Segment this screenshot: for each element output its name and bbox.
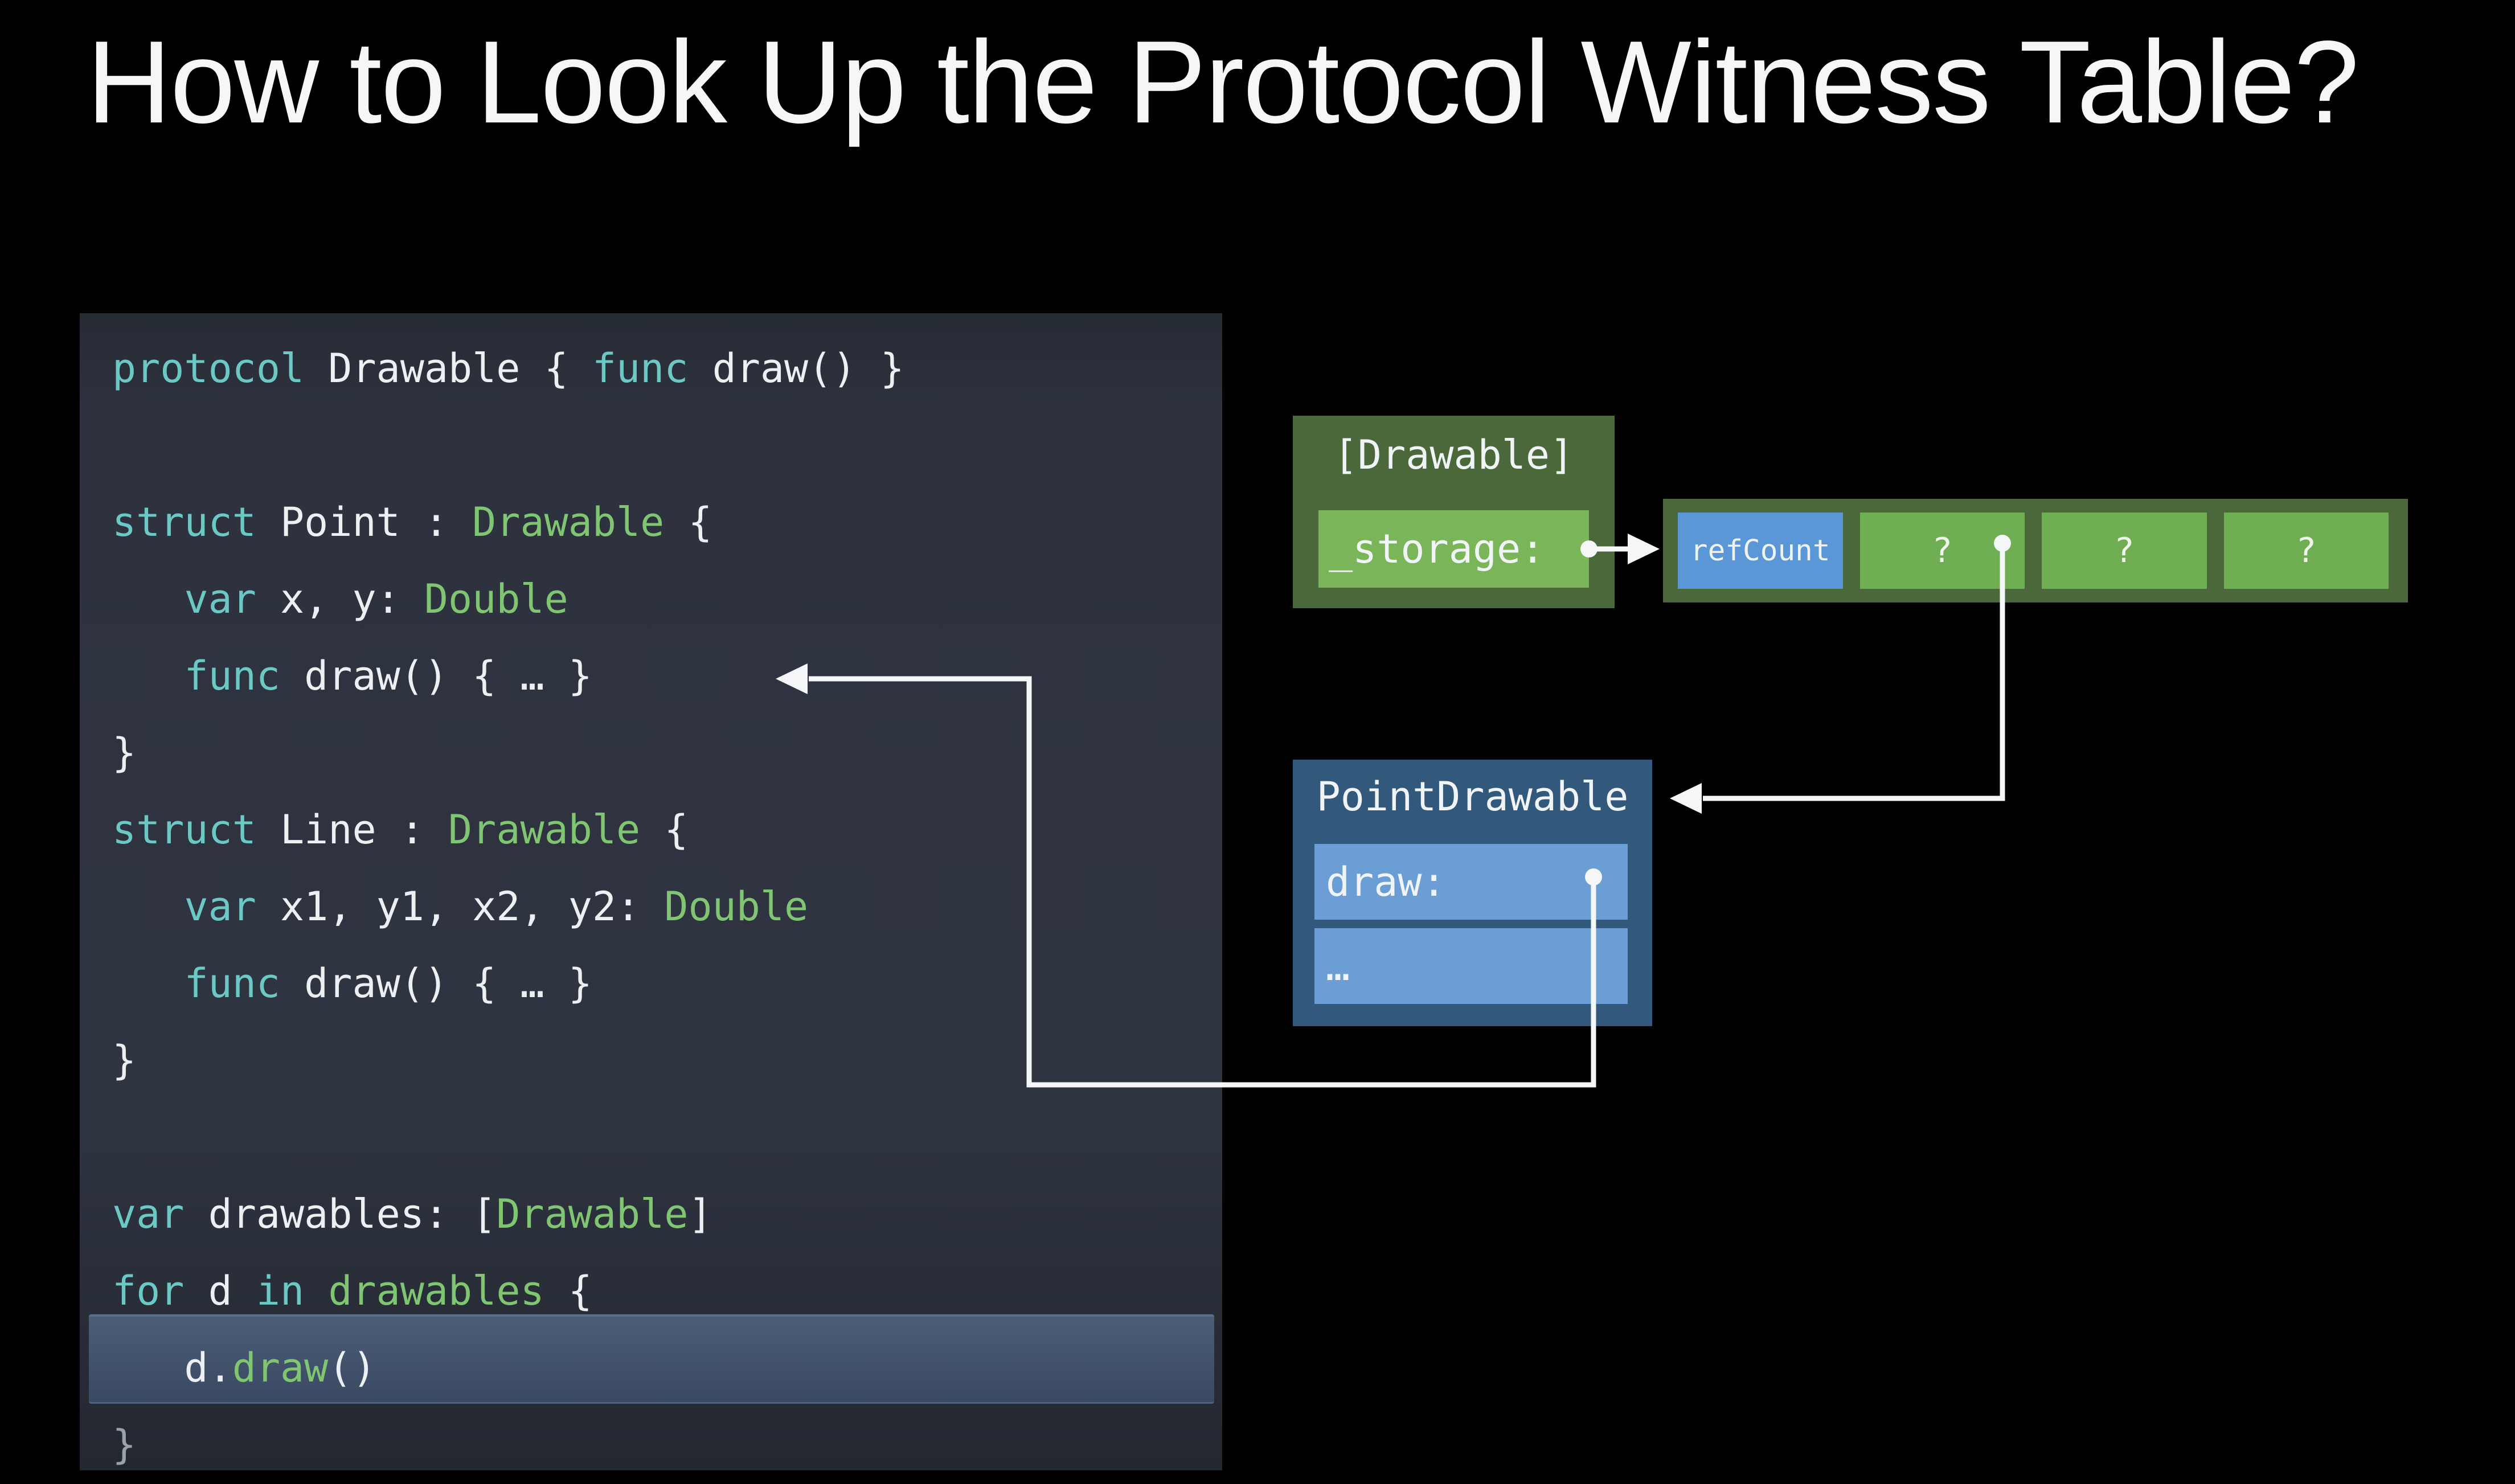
code-segment: func [184,653,281,699]
code-segment: struct [112,806,256,853]
code-segment: var [184,576,256,622]
heap-cell-unknown: ? [2223,513,2389,589]
witness-table-row: … [1314,928,1628,1004]
code-segment: struct [112,499,256,546]
heap-buffer-row: refCount??? [1663,499,2408,602]
code-segment: d. [112,1344,232,1391]
code-line: struct Point : Drawable { [112,484,1211,561]
protocol-witness-table-box: PointDrawable draw: … [1293,760,1652,1026]
code-panel: protocol Drawable { func draw() } struct… [80,313,1222,1470]
code-line: } [112,715,1211,792]
code-segment: Drawable [472,499,665,546]
code-line: var x1, y1, x2, y2: Double [112,868,1211,945]
code-line: var drawables: [Drawable] [112,1176,1211,1253]
protocol-witness-table-title: PointDrawable [1316,773,1629,820]
witness-table-row: draw: [1314,844,1628,920]
code-segment: for [112,1268,185,1314]
code-segment: Drawable [496,1191,689,1237]
code-segment: Line : [256,806,449,853]
code-segment: x1, y1, x2, y2: [256,883,665,930]
code-segment: var [184,883,256,930]
page-title: How to Look Up the Protocol Witness Tabl… [87,17,2360,147]
existential-container-title: [Drawable] [1333,432,1574,478]
code-line [112,407,1211,484]
existential-container-box: [Drawable] _storage: [1293,416,1615,608]
code-segment [112,653,184,699]
code-segment: draw() } [688,345,904,392]
code-segment: d [184,1268,256,1314]
arrowhead-left-icon [1670,783,1702,814]
code-segment: draw() { … } [280,960,592,1007]
code-segment: Point : [256,499,473,546]
code-segment: () [328,1344,376,1391]
code-segment [112,576,184,622]
code-segment: } [112,1037,137,1084]
code-segment: } [112,729,137,776]
code-line: func draw() { … } [112,638,1211,715]
heap-cell-unknown: ? [2042,513,2207,589]
code-line: func draw() { … } [112,945,1211,1022]
code-segment: Drawable [448,806,641,853]
code-segment: func [184,960,281,1007]
heap-cell-refcount: refCount [1678,513,1843,589]
code-segment: { [640,806,689,853]
code-line: var x, y: Double [112,561,1211,638]
code-lines: protocol Drawable { func draw() } struct… [89,330,1214,1483]
code-line [112,1099,1211,1176]
code-line: } [112,1022,1211,1099]
code-line-highlighted: d.draw() [89,1314,1214,1407]
code-line: protocol Drawable { func draw() } [112,330,1211,407]
code-segment: in [256,1268,305,1314]
code-line: struct Line : Drawable { [112,792,1211,868]
protocol-witness-table-rows: draw: … [1314,844,1628,1004]
code-segment: } [112,1421,137,1468]
code-segment: func [592,345,689,392]
code-segment [112,883,184,930]
code-line: for d in drawables { [112,1253,1211,1330]
code-segment: drawables: [ [184,1191,497,1237]
code-segment: protocol [112,345,305,392]
code-segment: Drawable { [304,345,592,392]
code-segment [304,1268,328,1314]
code-segment: { [544,1268,592,1314]
heap-cell-unknown: ? [1859,513,2025,589]
code-segment: Double [424,576,568,622]
code-segment: draw [232,1344,329,1391]
code-segment: draw() { … } [280,653,592,699]
code-segment [112,960,184,1007]
code-segment: drawables [328,1268,544,1314]
storage-field: _storage: [1318,510,1589,588]
code-line: } [112,1407,1211,1483]
code-segment: var [112,1191,185,1237]
arrowhead-right-icon [1628,534,1660,564]
code-segment: x, y: [256,576,424,622]
code-segment: ] [688,1191,712,1237]
code-segment: Double [664,883,809,930]
code-segment: { [664,499,712,546]
